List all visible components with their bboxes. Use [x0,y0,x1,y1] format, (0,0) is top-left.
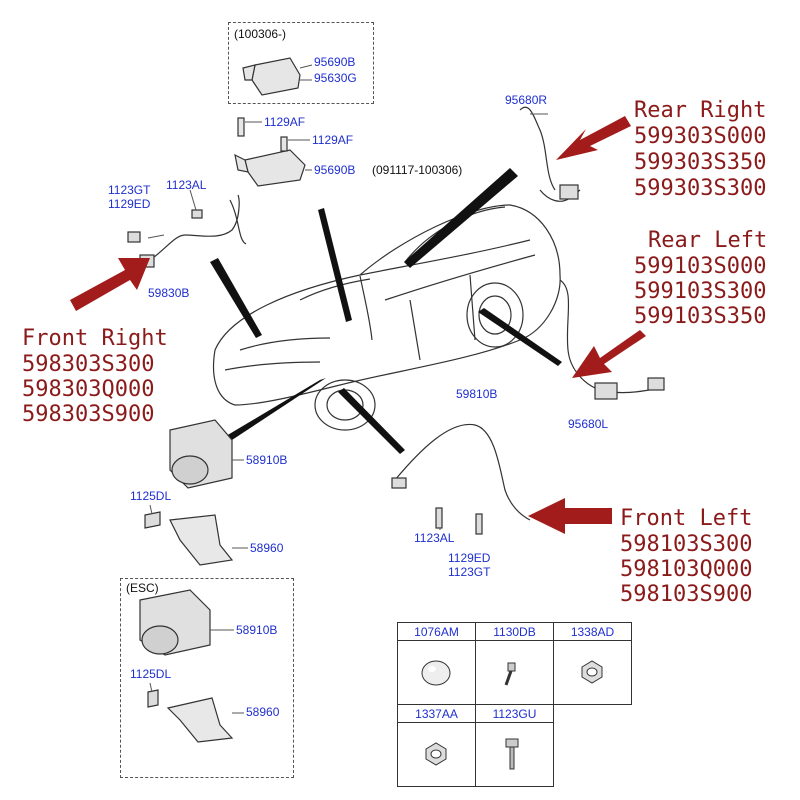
leader-pointers [210,168,562,454]
arrow-rear-left [572,330,646,378]
sensor-part-a2: 95630G [314,71,357,85]
fastener-table-empty-cell [554,705,632,723]
abs-unit-label: 58910B [246,453,288,467]
abs-hydraulic-unit [144,419,234,566]
esc-bracket-label: 58960 [246,705,280,719]
rl-sensor-label: 95680L [568,417,609,431]
sensor-bolt-b: 1129AF [312,133,354,147]
fastener-code: 1123GU [475,704,554,723]
arrow-front-right [70,258,150,311]
rear-left-sensor [559,279,665,400]
rear-right-part-3: 599303S300 [634,176,767,201]
rear-right-sensor [519,106,581,202]
rear-left-part-1: 599103S000 [634,254,767,279]
fastener-image-bolt [475,722,554,787]
bolt-icon [505,738,519,770]
arrow-rear-right [556,116,631,160]
fastener-image-screw [475,640,554,705]
fl-bolt-label-b1: 1129ED [448,551,491,565]
car-illustration [212,204,561,431]
screw-icon [504,662,516,686]
sensor-bolt-a: 1129AF [264,115,306,129]
fl-bolt-label-b2: 1123GT [448,565,491,579]
fr-bolt-label-b: 1123AL [166,178,207,192]
front-right-part-3: 598303S900 [22,402,155,427]
fastener-table: 1076AM 1130DB 1338AD 1337AA 1123GU [397,622,632,787]
esc-hydraulic-unit [139,589,234,743]
sensor-variant-note: (100306-) [234,27,287,41]
esc-unit-label: 58910B [236,623,278,637]
label-leader-lines [147,64,548,714]
rear-left-part-3: 599103S350 [634,304,767,329]
fr-bolt-label-2: 1129ED [108,197,151,211]
esc-bolt-label: 1125DL [130,667,172,681]
rear-right-part-1: 599303S000 [634,124,767,149]
fl-bolt-label: 1123AL [414,531,455,545]
fastener-table-header-row-2: 1337AA 1123GU [397,704,632,723]
flange-nut-icon [581,660,603,684]
rear-left-heading: Rear Left [648,228,768,253]
fastener-image-cap [397,640,476,705]
sensor-part-b-note: (091117-100306) [372,163,463,177]
rear-left-part-2: 599103S300 [634,279,767,304]
sensor-part-b: 95690B [314,163,356,177]
fastener-code: 1337AA [397,704,476,723]
fastener-code: 1338AD [553,622,632,641]
front-right-heading: Front Right [22,326,168,351]
fastener-image-nut [397,722,476,787]
yaw-sensor-module [234,57,306,187]
esc-variant-note: (ESC) [126,581,159,595]
fastener-table-image-row-1 [397,640,632,705]
fastener-code: 1076AM [397,622,476,641]
abs-bolt-label: 1125DL [130,489,172,503]
front-right-part-2: 598303Q000 [22,377,155,402]
sensor-part-a1: 95690B [314,55,356,69]
hex-nut-icon [425,742,447,766]
front-right-part-1: 598303S300 [22,352,155,377]
fr-bolt-label-1: 1123GT [108,183,151,197]
fastener-table-empty-cell [554,723,632,787]
variant-box-top [228,22,374,104]
front-left-part-3: 598103S900 [620,582,753,607]
arrow-front-left [528,498,612,534]
rear-right-heading: Rear Right [634,98,767,123]
callout-arrows [70,116,646,534]
rr-sensor-label: 95680R [505,93,548,107]
front-left-part-2: 598103Q000 [620,557,753,582]
fastener-code: 1130DB [475,622,554,641]
fastener-image-flange-nut [553,640,632,705]
fastener-table-header-row-1: 1076AM 1130DB 1338AD [397,622,632,641]
variant-box-esc [120,578,294,778]
rear-right-part-2: 599303S350 [634,150,767,175]
cap-plug-icon [421,660,451,686]
abs-bracket-label: 58960 [250,541,284,555]
fastener-table-image-row-2 [397,722,632,787]
front-left-heading: Front Left [620,506,753,531]
front-left-sensor [391,423,531,535]
front-left-part-1: 598103S300 [620,532,753,557]
fr-sensor-label: 59830B [148,286,190,300]
fl-sensor-label: 59810B [456,387,498,401]
